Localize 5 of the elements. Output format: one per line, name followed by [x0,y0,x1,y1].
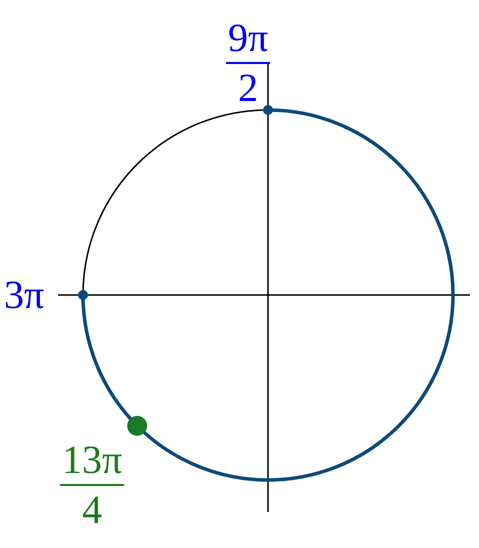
fraction-numerator: 13π [60,438,124,486]
angle-label: 3π [4,273,44,317]
fraction-denominator: 2 [237,64,260,110]
fraction-numerator: 9π [226,16,270,64]
fraction-denominator: 4 [81,486,104,532]
